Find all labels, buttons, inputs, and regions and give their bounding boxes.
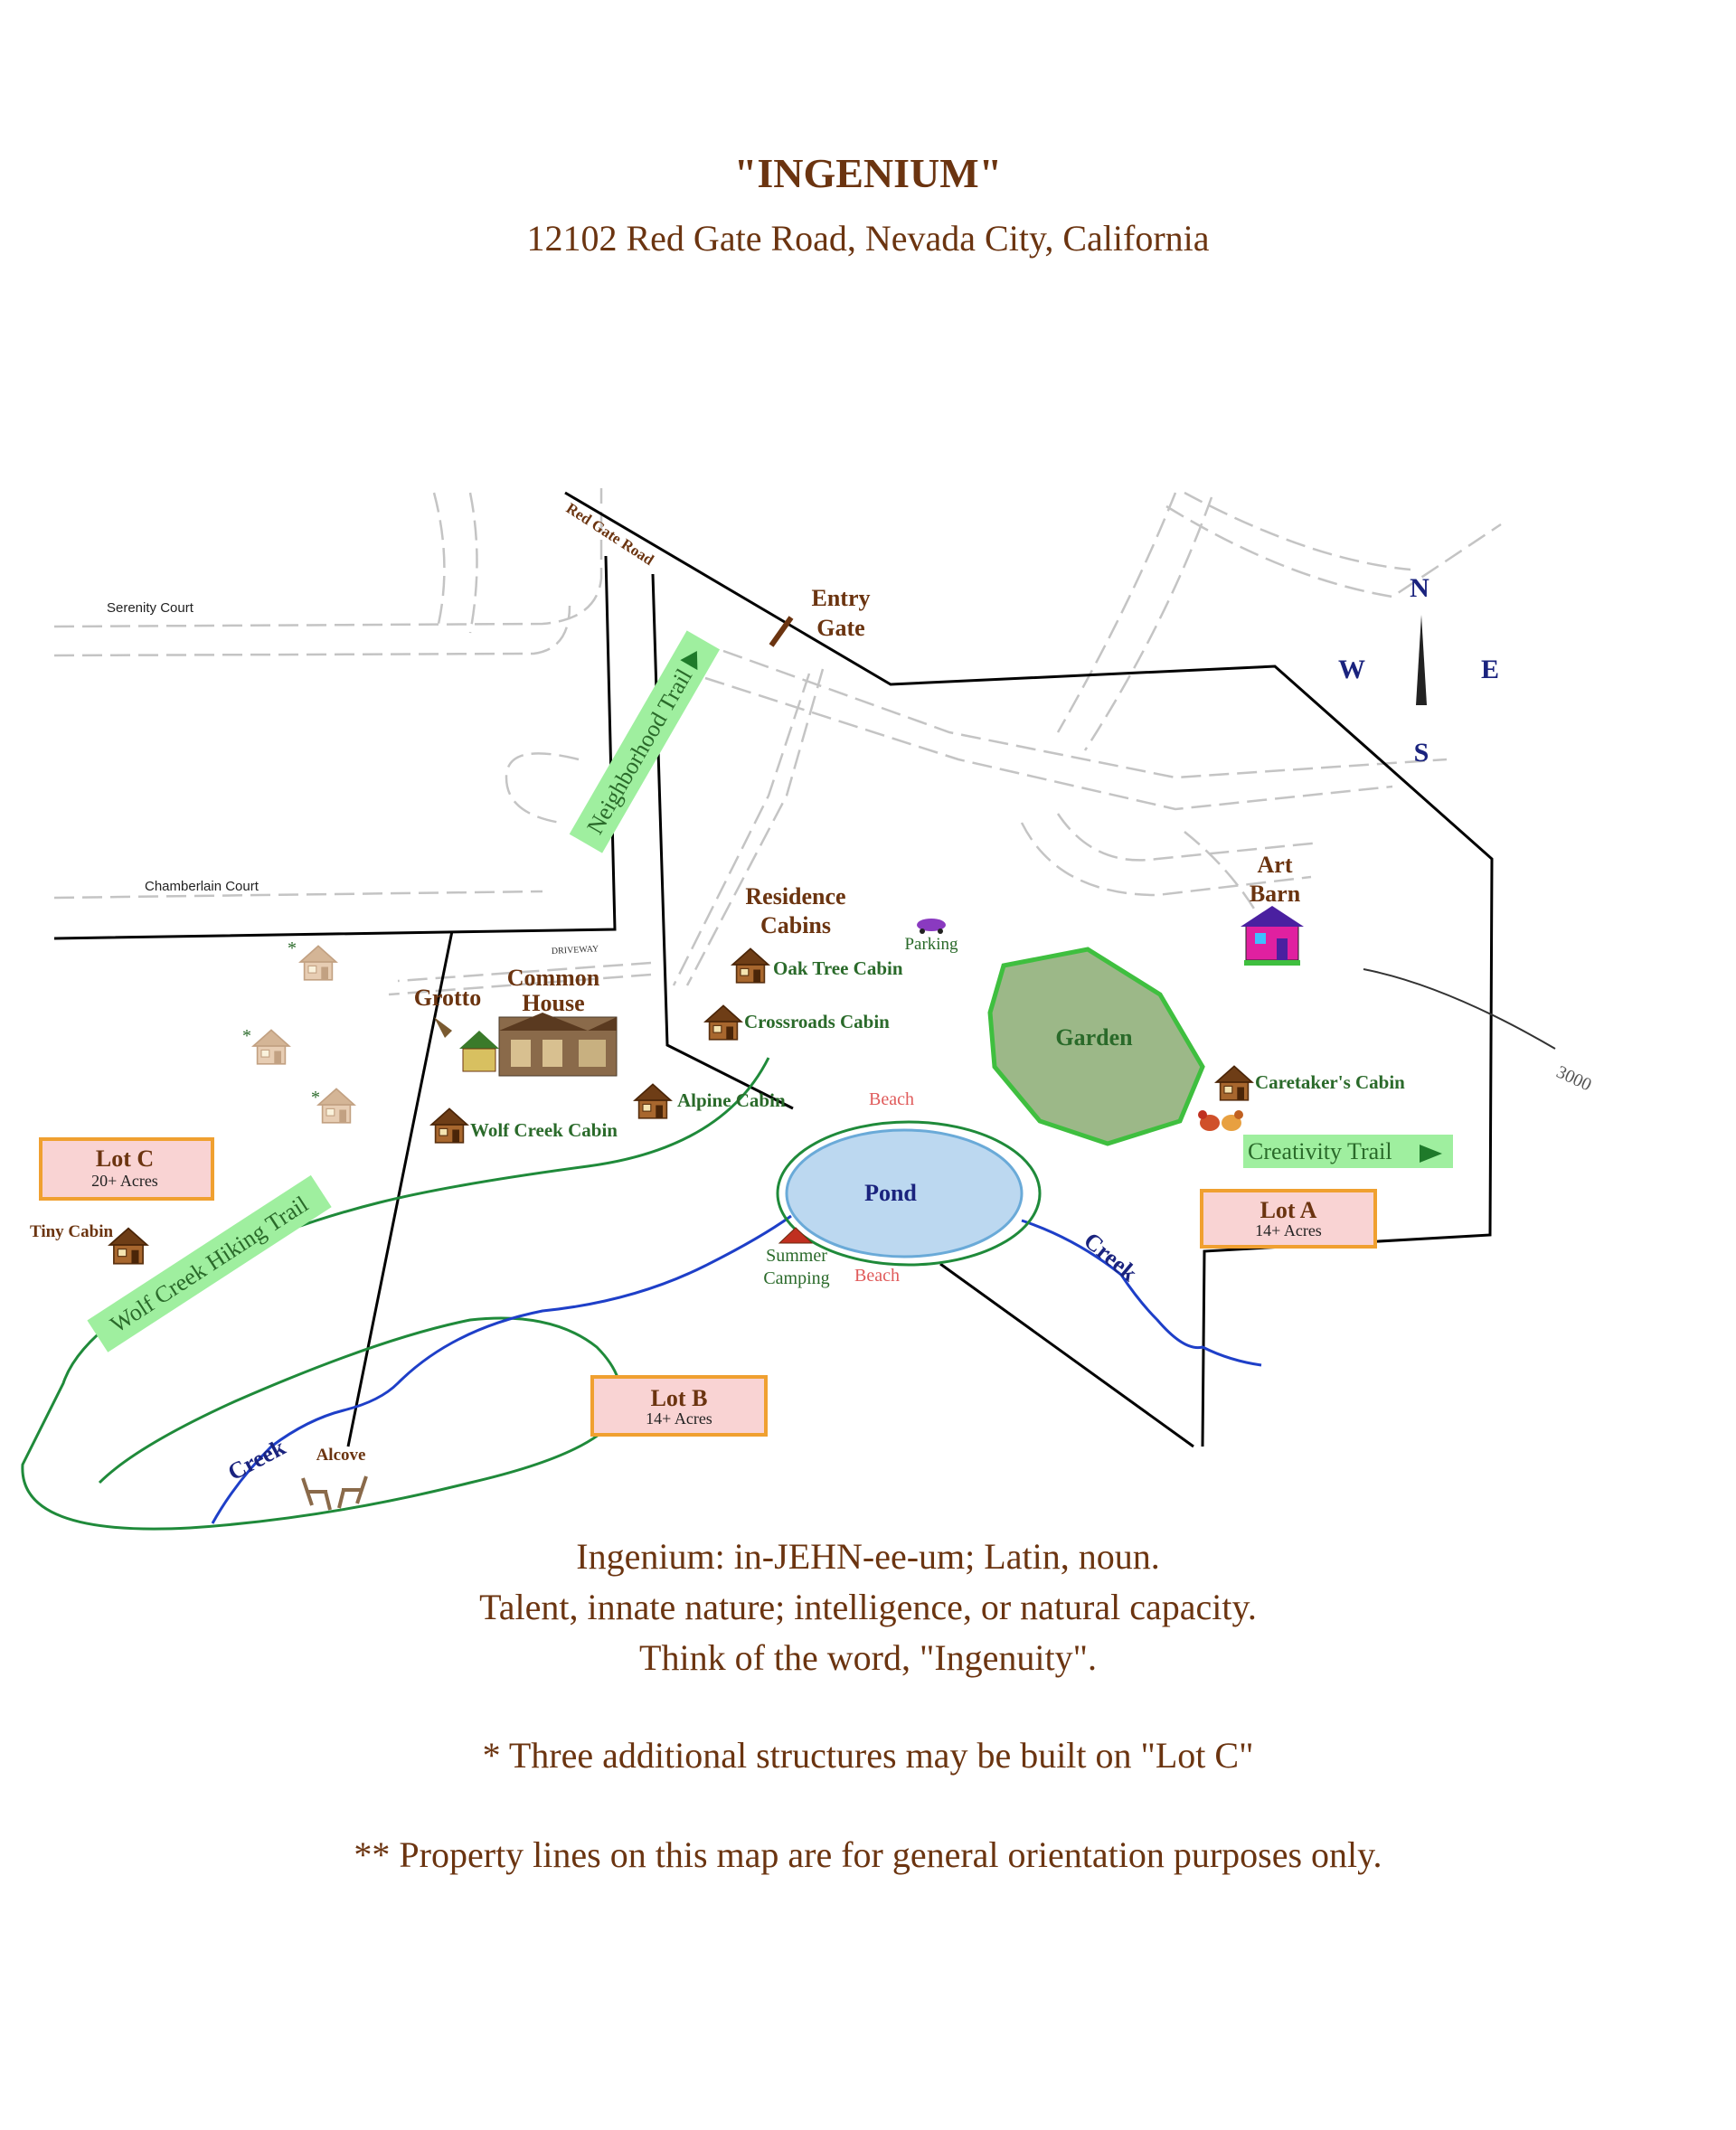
common-house-label-2: House [522,990,584,1016]
residence-cabins-label-1: Residence [745,883,845,909]
neighborhood-trail-arrow-icon [680,651,698,671]
lot-c-structures-note: * Three additional structures may be bui… [482,1735,1254,1776]
definition-line-1: Ingenium: in-JEHN-ee-um; Latin, noun. [576,1536,1160,1577]
caretakers-cabin-label[interactable]: Caretaker's Cabin [1255,1071,1405,1093]
crossroads-cabin-label[interactable]: Crossroads Cabin [744,1011,890,1032]
red-gate-road-label: Red Gate Road [563,499,657,569]
crossroads-cabin-icon [704,1004,742,1041]
proposed-cabin-1-icon [299,945,337,981]
pond[interactable] [785,1128,1024,1258]
grotto-label: Grotto [414,985,482,1011]
common-house-image[interactable] [498,1013,618,1077]
alpine-cabin-icon [634,1083,672,1119]
lot-b-name: Lot B [651,1385,708,1411]
creek-west [211,1214,792,1524]
art-barn-icon[interactable] [1241,906,1304,966]
oak-tree-cabin-label[interactable]: Oak Tree Cabin [773,957,903,979]
art-barn-label-1: Art [1258,852,1293,878]
definition-line-2: Talent, innate nature; intelligence, or … [479,1587,1257,1627]
beach-south-label: Beach [854,1266,900,1286]
contour-label: 3000 [1553,1062,1595,1096]
proposed-cabin-2-asterisk: * [242,1026,251,1046]
lot-a-name: Lot A [1260,1197,1317,1223]
entry-gate-label-1: Entry [812,585,871,611]
neighborhood-trail-label: Neighborhood Trail [581,664,697,839]
definition-line-3: Think of the word, "Ingenuity". [639,1637,1097,1678]
lot-c-box [39,1137,214,1201]
chickens-icon [1198,1110,1243,1131]
tiny-cabin-label[interactable]: Tiny Cabin [30,1222,113,1241]
proposed-cabin-3-icon [317,1088,355,1124]
lot-b-box [590,1375,768,1437]
tiny-cabin-icon [108,1227,148,1265]
caretakers-cabin-icon [1215,1065,1253,1101]
residence-cabins-label-2: Cabins [760,912,831,938]
compass-rose: N W E S [1338,573,1499,768]
lot-b-acres: 14+ Acres [646,1409,712,1428]
garden-area[interactable] [987,947,1205,1146]
creek-east [1021,1219,1262,1367]
summer-camping-label-2: Camping [763,1268,829,1288]
neighborhood-trail-sign[interactable]: Neighborhood Trail [569,630,721,853]
lot-a-acres: 14+ Acres [1255,1221,1322,1239]
grotto-arrow-icon [434,1017,452,1038]
common-house-label-1: Common [507,965,600,991]
parking-label: Parking [904,935,958,954]
entry-gate-marker [769,616,794,647]
compass-w: W [1338,655,1365,684]
chamberlain-court-label: Chamberlain Court [145,879,259,894]
creativity-trail-label: Creativity Trail [1248,1138,1392,1164]
beach-north-label: Beach [869,1089,914,1109]
proposed-cabin-1-asterisk: * [288,938,297,958]
compass-e: E [1481,655,1499,684]
art-barn-label-2: Barn [1250,881,1301,907]
creek-label-east: Creek [1079,1227,1143,1286]
lot-c[interactable]: Lot C 20+ Acres [39,1137,214,1201]
wolf-creek-cabin-label[interactable]: Wolf Creek Cabin [470,1119,618,1141]
camping-tent-icon [778,1227,814,1244]
wolf-creek-trail-sign-bg [87,1174,332,1352]
creativity-trail-sign[interactable]: Creativity Trail [1243,1135,1453,1168]
proposed-cabin-2-icon [252,1029,290,1065]
lot-a-box [1200,1189,1377,1249]
entry-gate-label-2: Gate [816,615,864,641]
oak-tree-cabin-icon [731,947,769,984]
contour-line [1363,968,1556,1050]
lot-a[interactable]: Lot A 14+ Acres [1200,1189,1377,1249]
wolf-creek-trail-line [21,1057,770,1531]
driveway-label: DRIVEWAY [552,944,599,957]
serenity-court-label: Serenity Court [107,600,194,616]
alcove-chairs-icon [301,1475,368,1511]
alpine-cabin-label[interactable]: Alpine Cabin [677,1089,786,1111]
alcove-label: Alcove [316,1446,366,1465]
creek-label-west: Creek [223,1434,290,1485]
pond-shoreline [776,1120,1042,1267]
summer-camping-label-1: Summer [766,1246,827,1266]
compass-needle-icon [1416,615,1427,705]
neighborhood-trail-sign-bg [569,630,721,853]
proposed-cabin-3-asterisk: * [311,1088,320,1107]
lot-c-name: Lot C [96,1145,154,1172]
creativity-trail-sign-bg [1243,1135,1453,1168]
lot-c-acres: 20+ Acres [91,1172,158,1190]
neighborhood-roads [53,488,1502,996]
page-title: "INGENIUM" [733,150,1003,196]
grotto-gazebo-icon [459,1031,499,1072]
compass-s: S [1414,738,1429,768]
wolf-creek-cabin-icon [430,1107,468,1144]
lot-b[interactable]: Lot B 14+ Acres [590,1375,768,1437]
property-map: 3000 Creek Creek Pond Beach Beach Garden… [21,488,1595,1531]
creativity-trail-arrow-icon [1420,1145,1442,1163]
property-lines-disclaimer: ** Property lines on this map are for ge… [354,1834,1382,1875]
parking-car-icon [917,919,946,934]
page-address: 12102 Red Gate Road, Nevada City, Califo… [526,218,1210,259]
pond-label: Pond [864,1180,917,1206]
compass-n: N [1410,573,1429,603]
garden-label: Garden [1055,1024,1133,1051]
